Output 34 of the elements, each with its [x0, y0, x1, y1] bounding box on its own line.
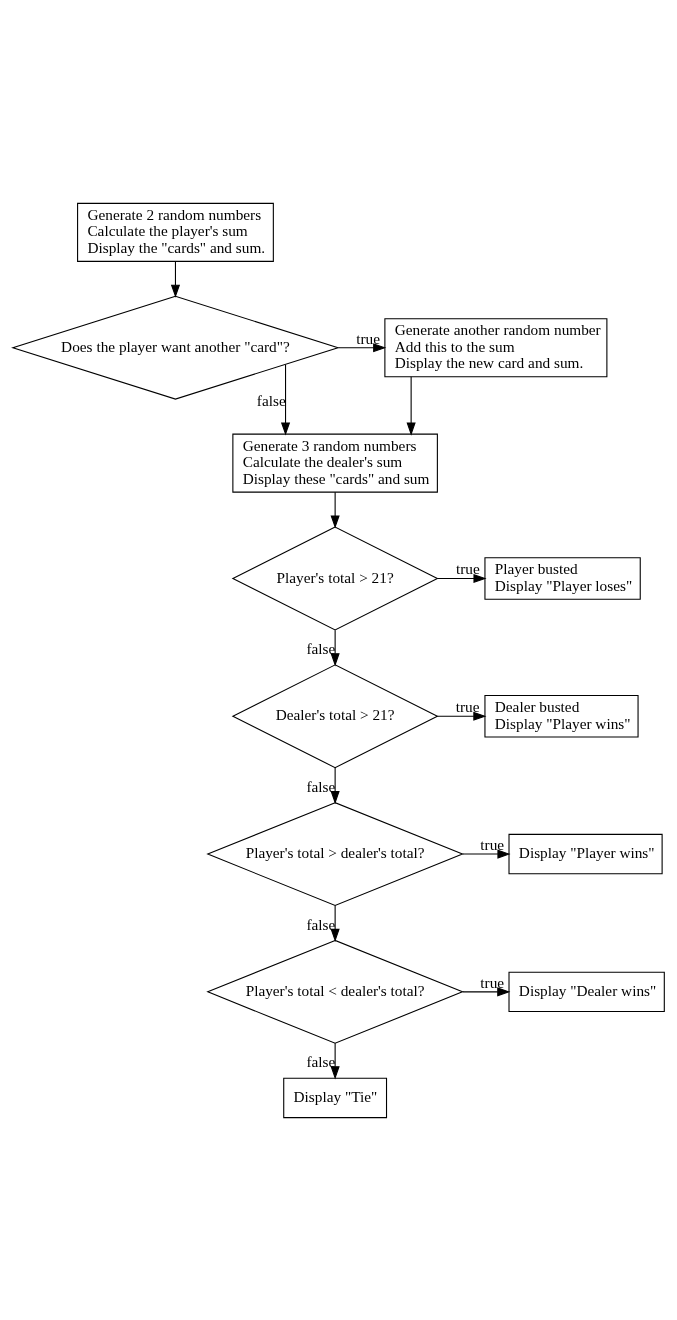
node-box: Generate 3 random numbers Calculate the dealer's sum Display these "cards" and sum: [232, 433, 438, 493]
edge-label: true: [455, 697, 480, 715]
arrow: [337, 342, 387, 352]
node-diamond: Player's total < dealer's total?: [206, 939, 464, 1044]
node-diamond: Player's total > dealer's total?: [206, 801, 464, 906]
node-box: Display "Tie": [283, 1077, 388, 1118]
arrow: [330, 491, 340, 529]
node-box: Display "Dealer wins": [508, 971, 665, 1012]
arrow: [330, 766, 340, 804]
node-box: Display "Player wins": [508, 833, 663, 874]
node-box: Player busted Display "Player loses": [484, 556, 641, 600]
arrow: [330, 1042, 340, 1079]
node-box: Generate 2 random numbers Calculate the player's sum Display the "cards" and sum.: [77, 202, 274, 262]
edge-label: false: [306, 1052, 336, 1070]
edge-label: false: [306, 639, 336, 657]
edge-label: false: [306, 777, 336, 795]
node-box: Generate another random number Add this to the sum Display the new card and sum.: [384, 317, 608, 377]
edge-label: false: [306, 915, 336, 933]
edge-label: true: [356, 329, 381, 347]
arrow: [330, 629, 340, 666]
arrow: [437, 573, 487, 583]
arrow: [330, 904, 340, 942]
arrow: [280, 363, 291, 436]
edge-label: true: [455, 559, 480, 577]
arrow: [406, 375, 416, 436]
arrow: [462, 848, 511, 859]
node-diamond: Player's total > 21?: [231, 525, 439, 630]
arrow: [436, 711, 487, 721]
edge-label: true: [480, 835, 505, 853]
node-box: Dealer busted Display "Player wins": [484, 694, 639, 738]
edge-label: true: [480, 973, 505, 991]
arrow: [170, 260, 181, 298]
arrow: [462, 986, 511, 996]
node-diamond: Dealer's total > 21?: [231, 663, 439, 768]
